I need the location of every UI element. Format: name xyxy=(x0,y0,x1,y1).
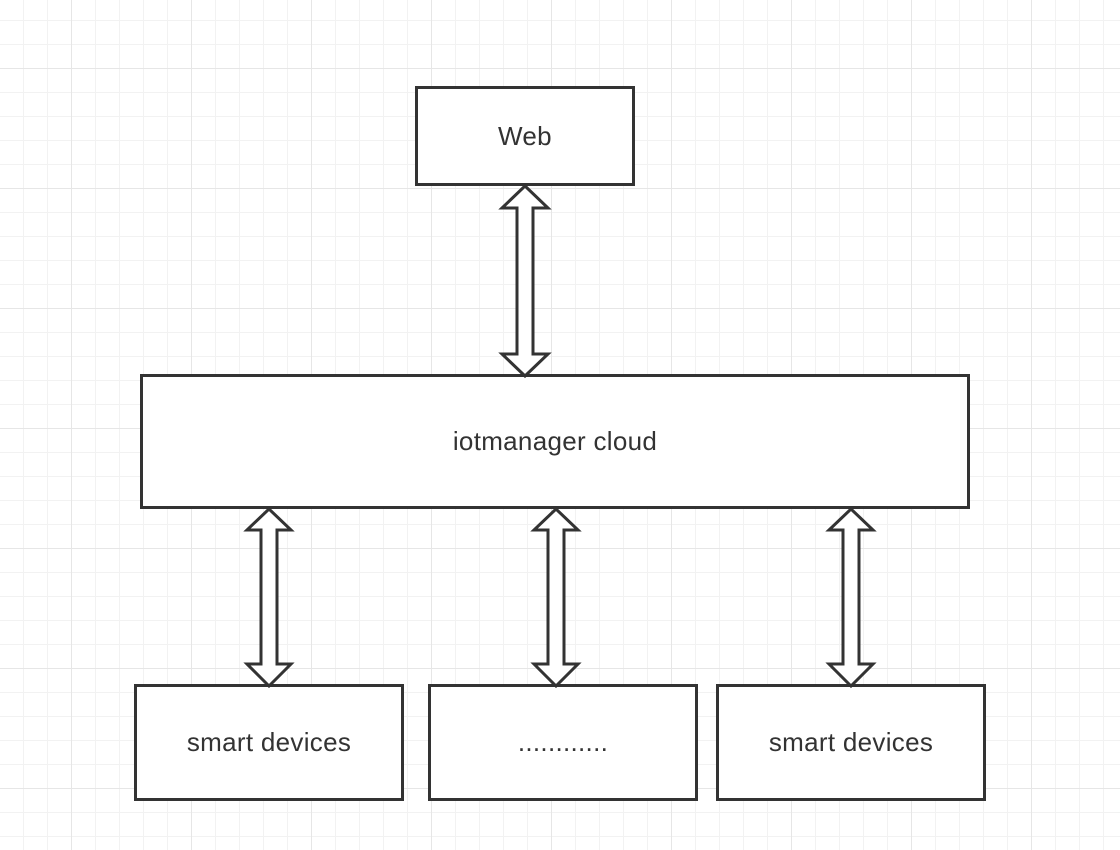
device-right-label: smart devices xyxy=(768,727,934,757)
ellipsis-node-middle[interactable]: ............ xyxy=(428,684,698,801)
web-node[interactable]: Web xyxy=(415,86,635,186)
arrow-web-cloud[interactable] xyxy=(498,183,552,379)
device-middle-label: ............ xyxy=(517,727,609,757)
iotmanager-cloud-node[interactable]: iotmanager cloud xyxy=(140,374,970,509)
web-node-label: Web xyxy=(498,120,552,151)
arrow-cloud-device-middle[interactable] xyxy=(530,506,582,689)
arrow-cloud-device-left[interactable] xyxy=(243,506,295,689)
arrow-cloud-device-right[interactable] xyxy=(825,506,877,689)
device-left-label: smart devices xyxy=(186,727,352,757)
smart-devices-node-right[interactable]: smart devices xyxy=(716,684,986,801)
cloud-node-label: iotmanager cloud xyxy=(452,426,658,456)
smart-devices-node-left[interactable]: smart devices xyxy=(134,684,404,801)
